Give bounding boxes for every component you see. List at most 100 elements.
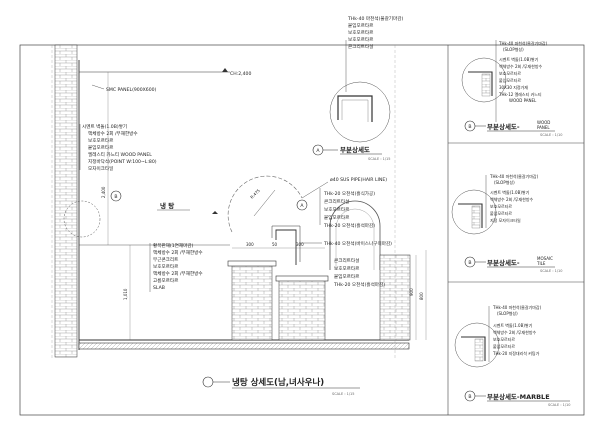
step-cap-mid	[275, 275, 329, 282]
smc-label: SMC PANEL(900X600)	[106, 87, 157, 93]
left-note: 지정바닥석(POINT W:100~L:80)	[88, 158, 157, 165]
step-brick-left	[231, 264, 273, 341]
mosaic-note: 보호모르타르	[490, 203, 512, 209]
marble-bubble-label: B	[468, 394, 471, 400]
partition-column	[275, 229, 297, 265]
main-title: 냉탕 상세도(남,녀사우나)	[232, 377, 324, 388]
right-lower-notes: 콘크리트타설 보호모르타르 붙임모르타르 THk-20 오천석(흙석마감)	[333, 257, 385, 288]
wood-note: WOOD PANEL	[509, 98, 537, 103]
main-title-bubble	[202, 376, 214, 388]
dim-h-50: 50	[272, 242, 278, 247]
pool-floor	[78, 342, 410, 350]
pipe-leader	[301, 181, 329, 199]
dim-1010: 1,010	[123, 288, 128, 300]
mosaic-suffix-1: MOSAIC	[537, 256, 553, 261]
water-level-icon	[212, 211, 218, 214]
right-top-note: THk-40 오천석(바이스나구이마감)	[323, 240, 392, 247]
mosaic-note: 붙임모르타르	[490, 210, 512, 216]
detail-a-note: 보호모르타르	[348, 29, 373, 36]
right-note: THk-20 오천석(흙석마감)	[323, 222, 375, 229]
wood-scale: SCALE : 1/10	[540, 133, 563, 137]
dim-h-300a: 300	[246, 242, 254, 247]
bubble-a-main-label: A	[300, 203, 304, 209]
radius-label: R:475	[249, 188, 261, 200]
marble-note: 액체방수 2회 /무재한방수	[493, 329, 537, 335]
wood-note: 액체방수 2회 /무재한방수	[499, 63, 543, 69]
detail-mosaic-tile: THk-40 마천석(물갈기마감) (SLOP형성) 시멘트 벽돌(1.0B)쌓…	[451, 173, 563, 273]
mosaic-scale: SCALE : 1/10	[540, 269, 563, 273]
mosaic-note: 시멘트 벽돌(1.0B)쌓기	[490, 189, 530, 195]
left-note: 엘레스티 카느티 WOOD PANEL	[88, 151, 152, 158]
wood-suffix-1: WOOD	[537, 120, 550, 125]
main-section: CH:2,400 SMC PANEL(900X600) 시멘트 벽돌(1.0B)…	[51, 44, 427, 360]
wood-note: 보호모르타르	[499, 70, 521, 76]
wood-title: 부분상세도-	[487, 122, 520, 131]
pipe-label: ø40 SUS PIPE(HAIR LINE)	[330, 177, 387, 183]
floor-note: 액체방수 2회 /무재한방수	[153, 249, 203, 256]
detail-marble: THk-40 마천석(물갈기마감) (SLOP형성) 시멘트 벽돌(1.0B)쌓…	[454, 304, 571, 407]
left-brick-wall	[54, 44, 78, 358]
right-note: 보호모르타르	[324, 206, 349, 213]
detail-a: THk-40 마천석(물갈기마감) 붙임모르타르 보호모르타르 보호모르타르 콘…	[312, 15, 403, 161]
bubble-b-label: B	[114, 194, 117, 200]
detail-a-circle	[329, 81, 391, 143]
floor-note: 무근콘크리트	[153, 256, 178, 263]
marble-note: THk-40 마천석(물갈기마감)	[492, 304, 542, 310]
ceiling-marker-icon	[222, 68, 228, 72]
mosaic-title: 부분상세도-	[487, 258, 520, 267]
detail-a-scale: SCALE : 1/15	[368, 157, 391, 161]
left-note: 붙임모르타르	[88, 144, 113, 151]
partition-outline	[271, 225, 301, 262]
dim-800: 800	[419, 292, 424, 300]
mosaic-note: 지정 모자이크타일	[490, 217, 521, 223]
right-note: 붙임모르타르	[324, 214, 349, 221]
detail-a-title: 부분상세도	[340, 145, 370, 154]
dim-2400: 2,400	[101, 186, 106, 198]
wood-note: 시멘트 벽돌(1.0B)쌓기	[499, 56, 539, 62]
mosaic-bubble-label: B	[468, 260, 471, 266]
rail-arch	[329, 200, 381, 270]
wood-suffix-2: PANEL	[537, 125, 550, 130]
left-note: 보호모르타르	[88, 137, 113, 144]
right-lower-note: 콘크리트타설	[334, 257, 359, 264]
mosaic-note: 액체방수 2회 /무재한방수	[490, 196, 534, 202]
floor-note: SLAB	[153, 285, 165, 291]
smc-leader	[91, 84, 105, 90]
detail-a-profile	[337, 95, 373, 122]
marble-title: 부분상세도-MARBLE	[487, 392, 550, 401]
mosaic-note: THk-40 마천석(물갈기마감)	[489, 173, 539, 179]
mosaic-note: (SLOP형성)	[494, 179, 515, 185]
mosaic-suffix-2: TILE	[536, 261, 546, 266]
floor-notes: 황목판재(1면재마감) 액체방수 2회 /무재한방수 무근콘크리트 보호모르타르…	[149, 242, 203, 292]
sus-pipe-arch	[227, 175, 303, 233]
pool-label: 냉 탕	[160, 201, 174, 210]
left-note: 시멘트 벽돌(1.0B)쌓기	[82, 123, 127, 130]
floor-note: 액체방수 2회 /무재한방수	[153, 270, 203, 277]
right-lower-note: 붙임모르타르	[334, 273, 359, 280]
marble-note: 붙임모르타르	[493, 343, 515, 349]
detail-a-note: 콘크리트타설	[348, 43, 373, 50]
main-scale: SCALE : 1/15	[332, 392, 355, 396]
floor-note: 황목판재(1면재마감)	[153, 242, 194, 249]
right-lower-note: 보호모르타르	[334, 265, 359, 272]
marble-scale: SCALE : 1/10	[548, 403, 571, 407]
dim-900: 900	[409, 288, 414, 296]
right-lower-note: THk-20 오천석(흙석마감)	[333, 281, 385, 288]
detail-a-note: THk-40 마천석(물갈기마감)	[347, 15, 403, 22]
step-brick-mid	[278, 279, 326, 341]
marble-note: THk-20 지정대리석 커팅가	[492, 350, 540, 356]
sheet-frame	[19, 44, 585, 416]
detail-marble-circle	[454, 322, 500, 368]
floor-note: 보호모르타르	[153, 263, 178, 270]
wood-note: (SLOP형성)	[503, 46, 524, 52]
wood-note: THk-12 엘레스티 카느티	[498, 91, 542, 97]
marble-note: 시멘트 벽돌(1.0B)쌓기	[493, 322, 533, 328]
wood-bubble-label: B	[468, 124, 471, 130]
right-note: THk-20 오천석(흙식가공)	[323, 190, 375, 197]
right-note: 콘크리트타설	[324, 198, 349, 205]
detail-a-note: 보호모르타르	[348, 36, 373, 43]
bubble-a-main	[296, 199, 308, 211]
floor-note: 고름모르타르	[153, 277, 178, 284]
left-note: 액체방수 2회 /무재한방수	[88, 130, 138, 137]
detail-a-note: 붙임모르타르	[348, 22, 373, 29]
